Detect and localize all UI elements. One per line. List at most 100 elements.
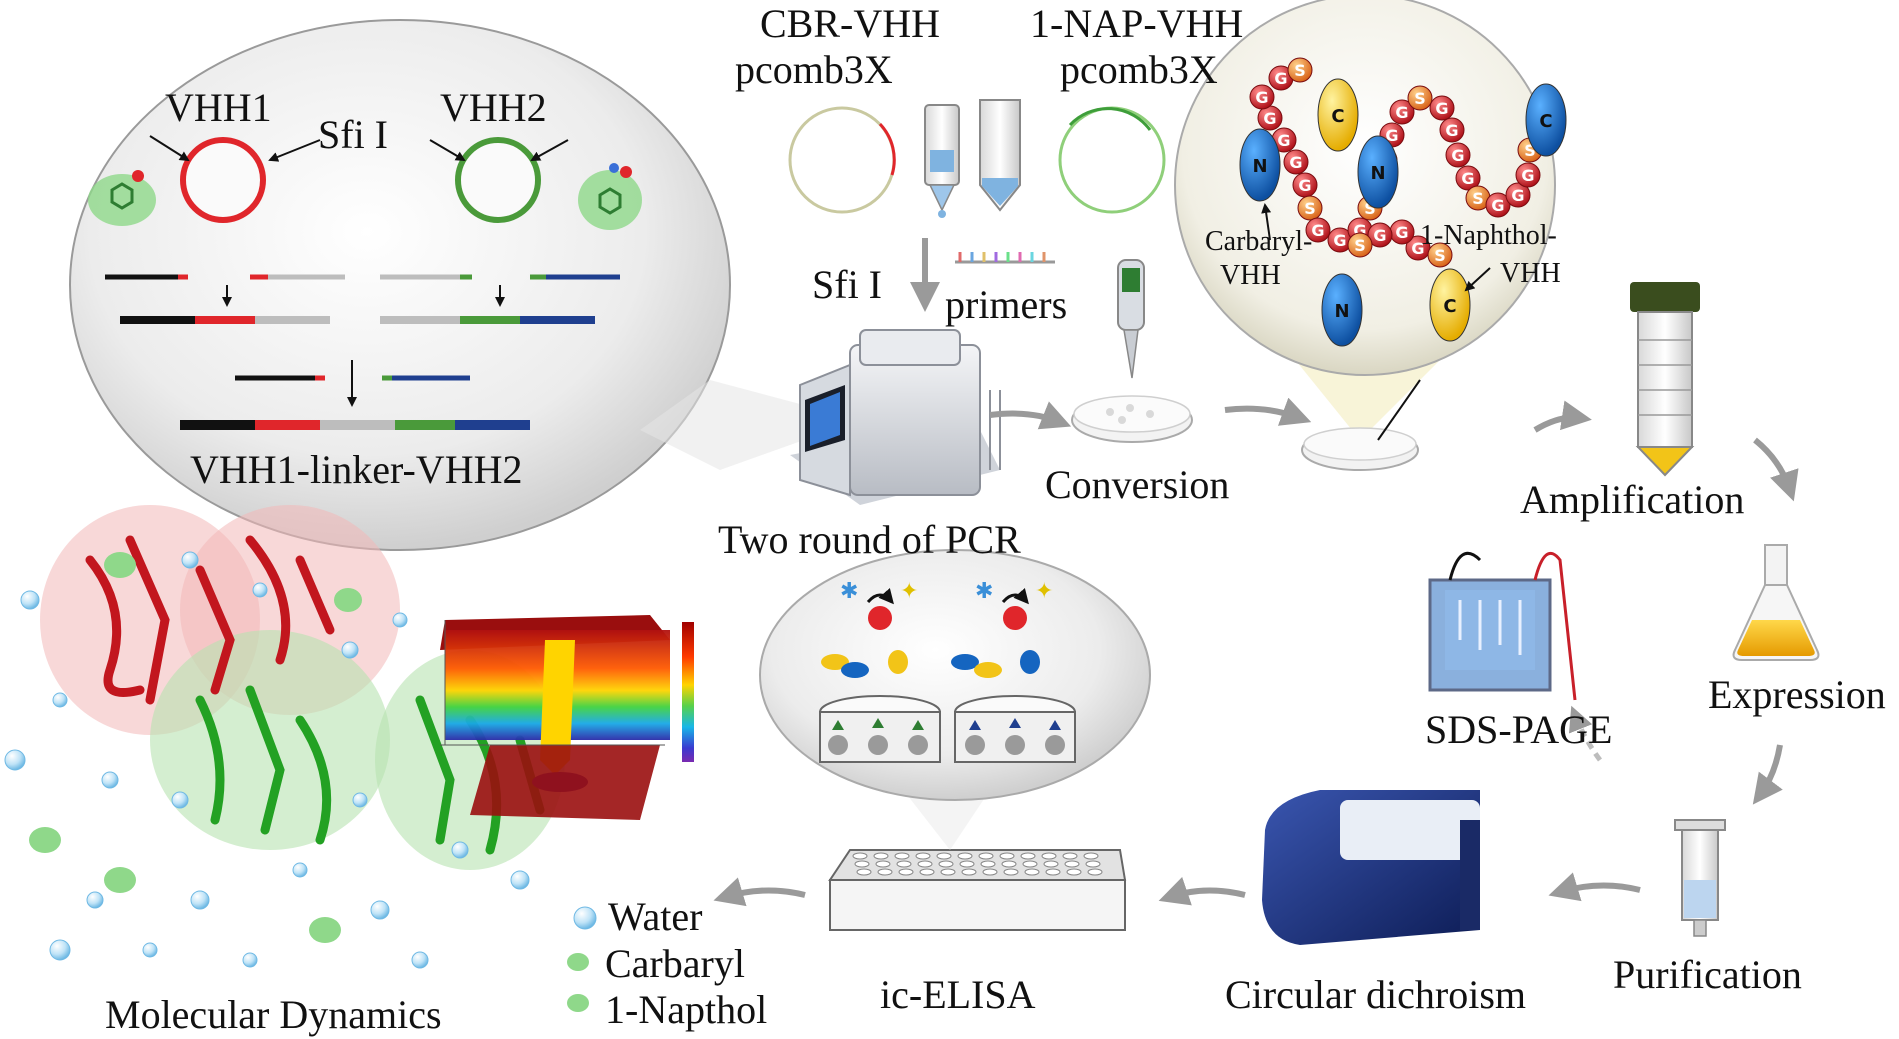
terminus-label: C (1443, 296, 1456, 317)
naphthol-molecule-icon (578, 163, 642, 230)
circular-dichroism-instrument-icon (1262, 790, 1480, 945)
glycine-bead-label: G (1521, 166, 1534, 185)
elisa-plate-icon (828, 849, 1127, 931)
spin-column-icon (924, 104, 960, 218)
free-energy-landscape-plot (440, 615, 694, 820)
pcr-label: Two round of PCR (718, 517, 1021, 562)
terminus-label: N (1252, 156, 1267, 177)
serine-bead (1407, 85, 1433, 111)
primers-label: primers (945, 282, 1068, 327)
serine-bead (1427, 242, 1453, 268)
amplification-tube-icon (1630, 282, 1700, 477)
n-terminus-domain (1321, 273, 1363, 347)
petri-dish-colony-icon (1301, 379, 1421, 471)
water-molecule-icon (86, 891, 104, 909)
naphthol-vhh-label-2: VHH (1500, 258, 1561, 289)
glycine-bead-label: G (1289, 153, 1302, 172)
svg-text:✦: ✦ (1035, 579, 1053, 604)
glycine-bead-label: G (1373, 226, 1386, 245)
glycine-bead-label: G (1395, 103, 1408, 122)
carbaryl-legend-icon (567, 953, 589, 971)
ligand-icons (29, 552, 362, 943)
c-terminus-domain (1429, 268, 1471, 342)
naphthol-vhh-label-1: 1-Naphthol- (1420, 220, 1557, 251)
glycine-bead (1485, 192, 1511, 218)
glycine-bead-label: G (1333, 231, 1346, 250)
water-molecule-icon (252, 582, 268, 598)
serine-bead-label: S (1472, 189, 1484, 208)
terminus-label: N (1370, 163, 1385, 184)
water-molecule-icon (411, 951, 429, 969)
water-molecule-icon (181, 551, 199, 569)
glycine-bead-label: G (1411, 239, 1424, 258)
sfi-main-label: Sfi I (812, 262, 882, 307)
cd-label: Circular dichroism (1225, 972, 1527, 1017)
water-molecule-icon (4, 749, 26, 771)
glycine-bead-label: G (1263, 109, 1276, 128)
glycine-bead (1249, 84, 1275, 110)
water-molecule-icon (370, 900, 390, 920)
glycine-bead-label: G (1445, 121, 1458, 140)
c-terminus-domain (1525, 83, 1567, 157)
glycine-bead (1429, 95, 1455, 121)
water-molecule-icon (101, 771, 119, 789)
water-molecule-icon (292, 862, 308, 878)
serine-bead-label: S (1524, 141, 1536, 160)
expression-label: Expression (1708, 672, 1886, 717)
glycine-bead (1305, 217, 1331, 243)
serine-bead-label: S (1294, 61, 1306, 80)
glycine-bead (1505, 182, 1531, 208)
napthol-legend-icon (567, 994, 589, 1012)
water-molecule-icon (171, 791, 189, 809)
carbaryl-vhh-label-2: VHH (1220, 260, 1281, 291)
carbaryl-vhh-label-1: Carbaryl- (1205, 226, 1313, 257)
water-molecule-icon (451, 841, 469, 859)
legend-water-label: Water (608, 894, 703, 939)
water-molecule-icon (20, 590, 40, 610)
tube-icon (979, 99, 1021, 212)
serine-bead-label: S (1434, 246, 1446, 265)
c-terminus-domain (1317, 78, 1359, 152)
water-molecule-icon (392, 612, 408, 628)
vhh2-plasmid (455, 137, 541, 223)
vhh2-label: VHH2 (440, 85, 547, 130)
pipette-icon (1117, 259, 1145, 379)
serine-bead-label: S (1354, 236, 1366, 255)
glycine-bead (1389, 99, 1415, 125)
cloning-inset (69, 19, 860, 551)
svg-text:✱: ✱ (840, 579, 858, 604)
glycine-bead-label: G (1461, 169, 1474, 188)
nap-pcomb-label: pcomb3X (1060, 47, 1218, 92)
glycine-bead-label: G (1395, 223, 1408, 242)
serine-bead (1297, 195, 1323, 221)
serine-bead-label: S (1364, 199, 1376, 218)
glycine-bead (1367, 222, 1393, 248)
water-molecule-icon (52, 692, 68, 708)
glycine-bead-label: G (1274, 69, 1287, 88)
cbr-vhh-label: CBR-VHH (760, 1, 941, 46)
water-molecule-icon (510, 870, 530, 890)
petri-dish-icon (1071, 395, 1193, 443)
serine-bead-label: S (1414, 89, 1426, 108)
cbr-pcomb-label: pcomb3X (735, 47, 893, 92)
vhh1-plasmid (180, 137, 266, 223)
primers-icon (955, 252, 1055, 264)
construct-label: VHH1-linker-VHH2 (190, 447, 523, 492)
sds-page-apparatus-icon (1428, 551, 1577, 701)
glycine-bead-label: G (1491, 196, 1504, 215)
glycine-bead (1445, 142, 1471, 168)
sfi-inset-label: Sfi I (318, 112, 388, 157)
glycine-bead-label: G (1451, 146, 1464, 165)
serine-bead (1287, 57, 1313, 83)
water-molecule-icon (142, 942, 158, 958)
water-legend-icon (573, 906, 597, 930)
water-molecule-icon (352, 792, 368, 808)
svg-text:✦: ✦ (900, 579, 918, 604)
terminus-label: C (1331, 106, 1344, 127)
glycine-bead-label: G (1277, 131, 1290, 150)
carbaryl-molecule-icon (88, 170, 156, 226)
water-molecule-icon (190, 890, 210, 910)
glycine-bead-label: G (1298, 176, 1311, 195)
sdspage-label: SDS-PAGE (1425, 707, 1613, 752)
